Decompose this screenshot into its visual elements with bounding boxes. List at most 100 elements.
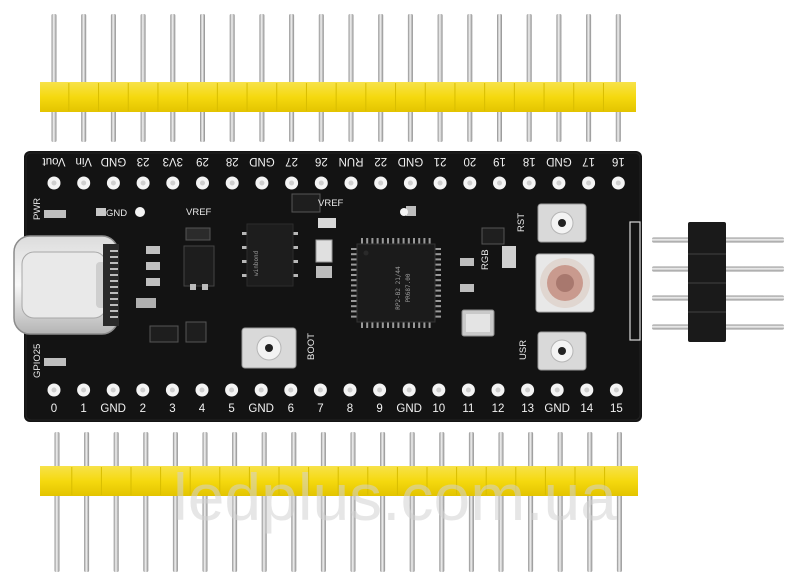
bottom-pin-label: 8 [347,403,353,415]
pad-hole [170,180,176,186]
user-button[interactable] [537,331,587,371]
usr-label: USR [518,340,529,360]
chip-pin [376,238,379,244]
header-pin [200,14,205,142]
watermark: ledplus.com.ua [173,460,617,534]
chip-pin [435,248,441,250]
pad-hole [51,180,57,186]
chip-pin [435,263,441,266]
rgb-led [535,253,595,313]
pad-hole [497,180,502,186]
top-pin-label: Vin [75,155,91,167]
pad-hole [465,387,471,393]
pad-hole [258,387,264,393]
mounting-holes [135,207,408,217]
pad-hole [81,387,87,393]
vref-right-label: VREF [318,198,344,209]
header-pin [556,14,562,142]
bottom-header-plastic [40,466,638,496]
header-pin [229,14,235,142]
side-header-plastic [688,222,726,342]
chip-pin [381,238,384,244]
header-pin [378,14,384,142]
bottom-pin-label: 14 [580,403,593,415]
flash-chip-line-1: winbond [253,250,260,276]
pad-hole [436,387,442,393]
pad-hole [407,180,413,186]
chip-pin [413,238,415,244]
top-pin-header [40,14,636,142]
top-pin-label: 22 [374,155,387,167]
chip-pin [435,300,441,302]
chip-pin [397,238,400,244]
top-pin-label: 16 [612,155,625,167]
chip-pin [392,238,395,244]
pad-hole [289,180,295,186]
bottom-pin-label: 13 [521,403,534,415]
pad-hole [378,180,384,186]
bottom-pin-label: 1 [80,403,86,415]
reset-button[interactable] [537,203,587,243]
pad-hole [347,387,353,393]
flash-chip: winbond [242,223,298,287]
smd-components [44,193,516,366]
pad-hole [556,180,562,186]
top-pin-label: 28 [226,155,239,167]
bottom-pin-label: 12 [492,403,505,415]
header-pin [81,14,87,142]
chip-pin [351,268,357,271]
chip-pin [428,322,431,328]
rp2040-chip: RP2-B2 21/44 PR687.00 [351,238,441,328]
pad-hole [584,387,590,393]
chip-pin [435,274,441,276]
pad-hole [348,180,354,186]
pad-hole [169,387,175,393]
chip-pin [351,294,357,297]
top-pin-label: GND [546,155,572,167]
chip-pin [351,284,357,287]
boot-button[interactable] [241,327,297,369]
chip-pin [423,322,426,328]
chip-pin [361,238,363,244]
chip-pin [351,289,357,292]
bottom-pin-label: 0 [51,403,57,415]
usb-c-connector [13,235,119,335]
pad-hole [140,387,146,393]
rgb-label: RGB [480,249,491,270]
chip-pin [387,322,389,328]
chip-marking-1: RP2-B2 21/44 [395,266,402,310]
bottom-pin-label: GND [544,403,570,415]
header-pin [143,432,149,572]
bottom-pin-label: 4 [199,403,206,415]
top-pin-label: GND [249,155,275,167]
chip-pin [397,322,400,328]
bottom-pin-label: GND [248,403,274,415]
header-pin [407,14,413,142]
pad-hole [199,387,205,393]
chip-pin [361,322,363,328]
top-pin-label: 18 [523,155,536,167]
bottom-pin-label: GND [396,403,422,415]
header-pin [54,432,60,572]
pad-hole [81,180,87,186]
pad-hole [526,180,532,186]
header-pin [140,14,146,142]
chip-pin [435,289,441,292]
pad-hole [406,387,412,393]
header-pin [259,14,265,142]
bottom-pad-row [47,383,623,397]
pad-hole [110,387,116,393]
bottom-pin-label: 2 [140,403,146,415]
pad-hole [613,387,619,393]
top-pin-label: 20 [463,155,476,167]
header-pin [110,14,116,142]
bottom-pin-label: GND [100,403,126,415]
chip-pin [423,238,426,244]
rst-label: RST [516,213,527,232]
pad-hole [467,180,473,186]
pad-hole [317,387,323,393]
